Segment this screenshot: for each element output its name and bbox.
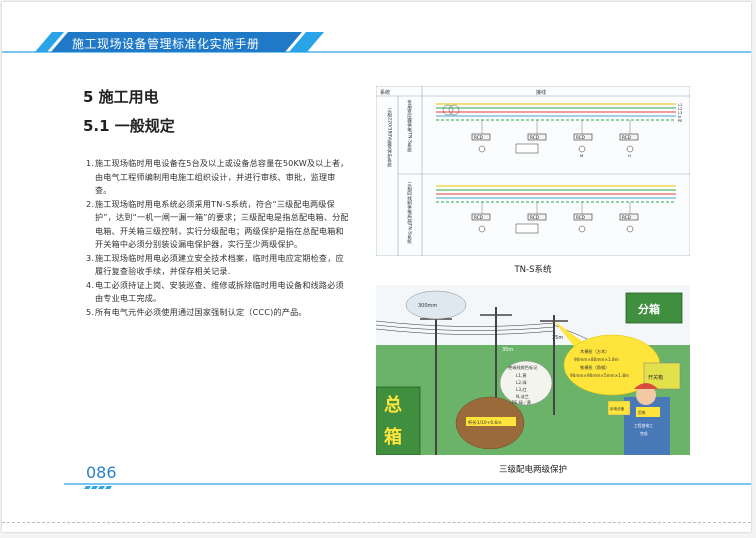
page-number: 086 xyxy=(86,463,117,482)
row2-label: 三相四线制供电局部TN-S系统 xyxy=(407,182,413,245)
row2-components: RCD RCD RCD RCD xyxy=(471,202,639,234)
buried-depth: 杆长1/10+0.6m xyxy=(468,419,502,426)
row1-label: 专用变压器供电TN-S系统 xyxy=(407,99,413,154)
dist-35a: 35m xyxy=(502,347,513,353)
sign-label: 用电设备 xyxy=(610,406,625,411)
item-number: 1. xyxy=(86,158,95,168)
lamp-label: H xyxy=(628,153,631,158)
figure1-caption: TN-S系统 xyxy=(514,265,552,275)
rcd-box: RCD xyxy=(576,215,585,220)
rcd-box: RCD xyxy=(622,215,631,220)
row2-buses xyxy=(436,185,676,203)
item-number: 4. xyxy=(86,279,95,290)
section-title: 5 施工用电 xyxy=(83,88,159,106)
col-wiring: 接线 xyxy=(536,89,546,96)
worker-label-1: 用电 xyxy=(638,410,646,415)
rcd-box: RCD xyxy=(530,135,539,140)
rcd-box: RCD xyxy=(530,215,539,220)
item-text: 施工现场临时用电必须建立安全技术档案，临时用电应定期检查，应履行复查验收手续，并… xyxy=(95,252,344,277)
list-item: 4.电工必须持证上岗、安装巡查、维修或拆除临时用电设备和线路必须由专业电工完成。 xyxy=(86,279,352,306)
sub-box-label: 分箱 xyxy=(638,302,660,316)
figure2-caption: 三级配电两级保护 xyxy=(498,465,567,475)
page: 施工现场设备管理标准化实施手册 5 施工用电 5.1 一般规定 1.施工现场临时… xyxy=(2,2,751,532)
item-text: 所有电气元件必须使用通过国家强制认定（CCC)的产品。 xyxy=(95,306,307,317)
footer-shape xyxy=(64,483,751,489)
pole-spec-3: 铁横担（角钢） xyxy=(580,364,609,371)
wire-n: N,淡兰 xyxy=(516,393,529,399)
list-item: 3.施工现场临时用电必须建立安全技术档案，临时用电应定期检查，应履行复查验收手续… xyxy=(86,252,352,279)
distribution-illustration: 300mm 35m 35m 木横担（方木） 90mm×80mm×1.8m 铁横担… xyxy=(375,285,690,456)
row1-components: RCD RCD RCD RCD M H xyxy=(442,104,639,158)
list-item: 1.施工现场临时用电设备在5台及以上或设备总容量在50KW及以上者，由电气工程师… xyxy=(86,157,352,198)
worker-label-3: 完成 xyxy=(640,431,648,436)
list-item: 2.施工现场临时用电系统必须采用TN-S系统，符合“三级配电两级保护”，达到“一… xyxy=(86,198,352,252)
item-text: 电工必须持证上岗、安装巡查、维修或拆除临时用电设备和线路必须由专业电工完成。 xyxy=(95,279,344,304)
cut-line xyxy=(2,522,751,524)
item-text: 施工现场临时用电系统必须采用TN-S系统，符合“三级配电两级保护”，达到“一机一… xyxy=(95,198,349,250)
wire-l3: L3,红 xyxy=(516,386,527,392)
distribution-svg: 300mm 35m 35m 木横担（方木） 90mm×80mm×1.8m 铁横担… xyxy=(375,285,690,456)
main-box-label-2: 箱 xyxy=(384,426,402,448)
header-banner: 施工现场设备管理标准化实施手册 xyxy=(2,2,751,62)
pole-spec-2: 90mm×80mm×1.8m xyxy=(574,357,619,362)
row1-bus-labels: L1 L2 L3 N PE xyxy=(678,103,683,123)
wire-l1: L1,黄 xyxy=(516,372,527,379)
item-number: 5. xyxy=(86,306,95,317)
left-label: 三相220/380V接零保护系统 xyxy=(387,108,393,168)
main-box-label-1: 总 xyxy=(384,394,402,416)
item-text: 施工现场临时用电设备在5台及以上或设备总容量在50KW及以上者，由电气工程师编制… xyxy=(95,158,349,195)
dist-35b: 35m xyxy=(552,335,563,341)
rules-list: 1.施工现场临时用电设备在5台及以上或设备总容量在50KW及以上者，由电气工程师… xyxy=(86,157,352,319)
footer-line xyxy=(2,478,751,498)
switch-box-label: 开关箱 xyxy=(648,374,663,381)
dist-300: 300mm xyxy=(418,303,437,309)
list-item: 5.所有电气元件必须使用通过国家强制认定（CCC)的产品。 xyxy=(86,306,352,320)
header-shape xyxy=(2,32,751,53)
motor-label: M xyxy=(580,153,583,158)
tns-diagram-svg: 系统 接线 三相220/380V接零保护系统 专用变压器供电TN-S系统 三相四… xyxy=(375,85,691,257)
item-number: 3. xyxy=(86,252,95,263)
pole-spec-1: 木横担（方木） xyxy=(580,348,609,355)
bus-n: N xyxy=(678,115,681,119)
row1-buses xyxy=(436,103,676,121)
rcd-box: RCD xyxy=(622,135,631,140)
bus-l1: L1 xyxy=(678,103,682,107)
bus-l2: L2 xyxy=(678,107,682,111)
item-number: 2. xyxy=(86,198,95,209)
pole-spec-4: 90mm×90mm×5mm×1.8m xyxy=(570,373,629,378)
col-system: 系统 xyxy=(380,89,390,96)
bus-l3: L3 xyxy=(678,111,682,115)
tns-diagram: 系统 接线 三相220/380V接零保护系统 专用变压器供电TN-S系统 三相四… xyxy=(375,85,691,257)
bus-pe: PE xyxy=(678,119,683,123)
wire-title: 绝缘线颜色标记 xyxy=(508,364,538,371)
rcd-box: RCD xyxy=(474,215,483,220)
worker-label-2: 工程由电工 xyxy=(634,423,653,428)
wire-pe: PE,绿／黄 xyxy=(512,399,531,406)
header-title: 施工现场设备管理标准化实施手册 xyxy=(72,37,260,51)
rcd-box: RCD xyxy=(474,135,483,140)
rcd-box: RCD xyxy=(576,135,585,140)
subsection-title: 5.1 一般规定 xyxy=(83,117,175,135)
wire-l2: L2,绿 xyxy=(516,379,527,385)
